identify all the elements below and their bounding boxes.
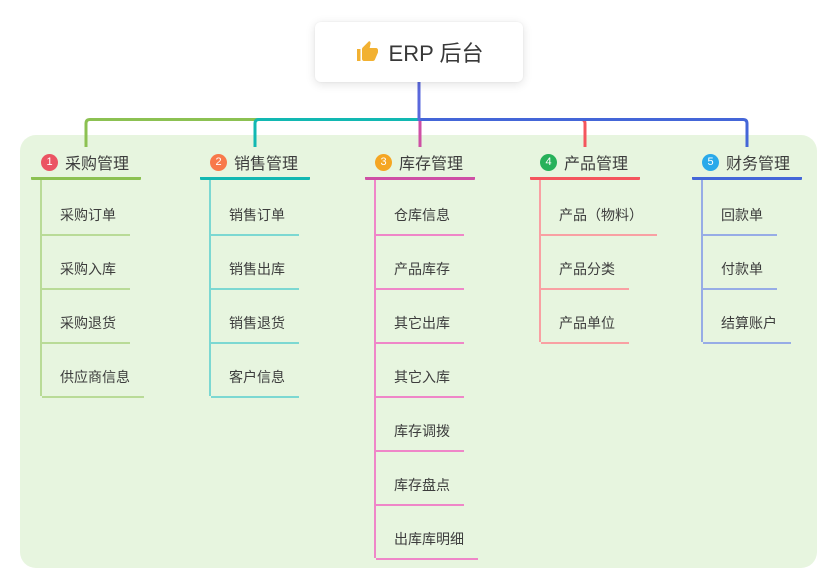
branch-title[interactable]: 4 产品管理	[530, 149, 641, 180]
child-label[interactable]: 采购退货	[42, 313, 130, 344]
branch-label: 采购管理	[65, 156, 130, 173]
branch-children: 产品（物料） 产品分类 产品单位	[539, 180, 657, 344]
branch-children: 回款单 付款单 结算账户	[701, 180, 802, 344]
child-label[interactable]: 回款单	[703, 205, 777, 236]
branch-title[interactable]: 2 销售管理	[200, 149, 311, 180]
branch-node: 3 库存管理 仓库信息 产品库存 其它出库 其它入库 库存调拨 库存盘点 出库库…	[365, 149, 478, 560]
child-label[interactable]: 库存调拨	[376, 421, 464, 452]
child-node: 其它出库	[376, 288, 478, 344]
child-node: 其它入库	[376, 342, 478, 398]
branch-number-badge: 2	[210, 153, 227, 171]
child-node: 库存调拨	[376, 396, 478, 452]
branch-node: 5 财务管理 回款单 付款单 结算账户	[692, 149, 803, 344]
child-label[interactable]: 供应商信息	[42, 367, 144, 398]
thumbs-up-icon	[355, 40, 379, 64]
branch-label: 销售管理	[234, 156, 299, 173]
board-background	[20, 135, 817, 568]
branch-node: 1 采购管理 采购订单 采购入库 采购退货 供应商信息	[31, 149, 144, 398]
child-label[interactable]: 销售出库	[211, 259, 299, 290]
child-node: 采购入库	[42, 234, 144, 290]
child-label[interactable]: 销售订单	[211, 205, 299, 236]
child-node: 销售出库	[211, 234, 310, 290]
child-node: 出库库明细	[376, 504, 478, 560]
child-node: 库存盘点	[376, 450, 478, 506]
child-label[interactable]: 客户信息	[211, 367, 299, 398]
root-title: ERP 后台	[388, 41, 484, 66]
child-node: 产品单位	[541, 288, 657, 344]
child-node: 销售订单	[211, 180, 310, 236]
child-node: 采购订单	[42, 180, 144, 236]
child-label[interactable]: 其它入库	[376, 367, 464, 398]
branch-node: 4 产品管理 产品（物料） 产品分类 产品单位	[530, 149, 657, 344]
child-label[interactable]: 结算账户	[703, 313, 791, 344]
branch-label: 产品管理	[564, 156, 629, 173]
branch-node: 2 销售管理 销售订单 销售出库 销售退货 客户信息	[200, 149, 311, 398]
branch-label: 库存管理	[399, 156, 464, 173]
child-node: 付款单	[703, 234, 802, 290]
child-node: 结算账户	[703, 288, 802, 344]
child-node: 回款单	[703, 180, 802, 236]
child-node: 采购退货	[42, 288, 144, 344]
child-node: 仓库信息	[376, 180, 478, 236]
child-label[interactable]: 产品分类	[541, 259, 629, 290]
branch-number-badge: 1	[41, 153, 58, 171]
child-node: 销售退货	[211, 288, 310, 344]
child-label[interactable]: 产品（物料）	[541, 205, 657, 236]
child-node: 产品库存	[376, 234, 478, 290]
child-label[interactable]: 库存盘点	[376, 475, 464, 506]
branch-children: 销售订单 销售出库 销售退货 客户信息	[209, 180, 310, 398]
child-node: 产品（物料）	[541, 180, 657, 236]
child-node: 客户信息	[211, 342, 310, 398]
branch-title[interactable]: 5 财务管理	[692, 149, 803, 180]
child-node: 供应商信息	[42, 342, 144, 398]
branch-title[interactable]: 1 采购管理	[31, 149, 142, 180]
child-label[interactable]: 采购入库	[42, 259, 130, 290]
branch-label: 财务管理	[726, 156, 791, 173]
branch-number-badge: 5	[702, 153, 719, 171]
branch-children: 仓库信息 产品库存 其它出库 其它入库 库存调拨 库存盘点 出库库明细	[374, 180, 478, 560]
child-label[interactable]: 销售退货	[211, 313, 299, 344]
root-node[interactable]: ERP 后台	[315, 22, 523, 82]
child-node: 产品分类	[541, 234, 657, 290]
child-label[interactable]: 仓库信息	[376, 205, 464, 236]
child-label[interactable]: 产品单位	[541, 313, 629, 344]
child-label[interactable]: 付款单	[703, 259, 777, 290]
branch-children: 采购订单 采购入库 采购退货 供应商信息	[40, 180, 144, 398]
child-label[interactable]: 出库库明细	[376, 529, 478, 560]
branch-number-badge: 4	[540, 153, 557, 171]
child-label[interactable]: 其它出库	[376, 313, 464, 344]
child-label[interactable]: 采购订单	[42, 205, 130, 236]
branch-number-badge: 3	[375, 153, 392, 171]
child-label[interactable]: 产品库存	[376, 259, 464, 290]
branch-title[interactable]: 3 库存管理	[365, 149, 476, 180]
